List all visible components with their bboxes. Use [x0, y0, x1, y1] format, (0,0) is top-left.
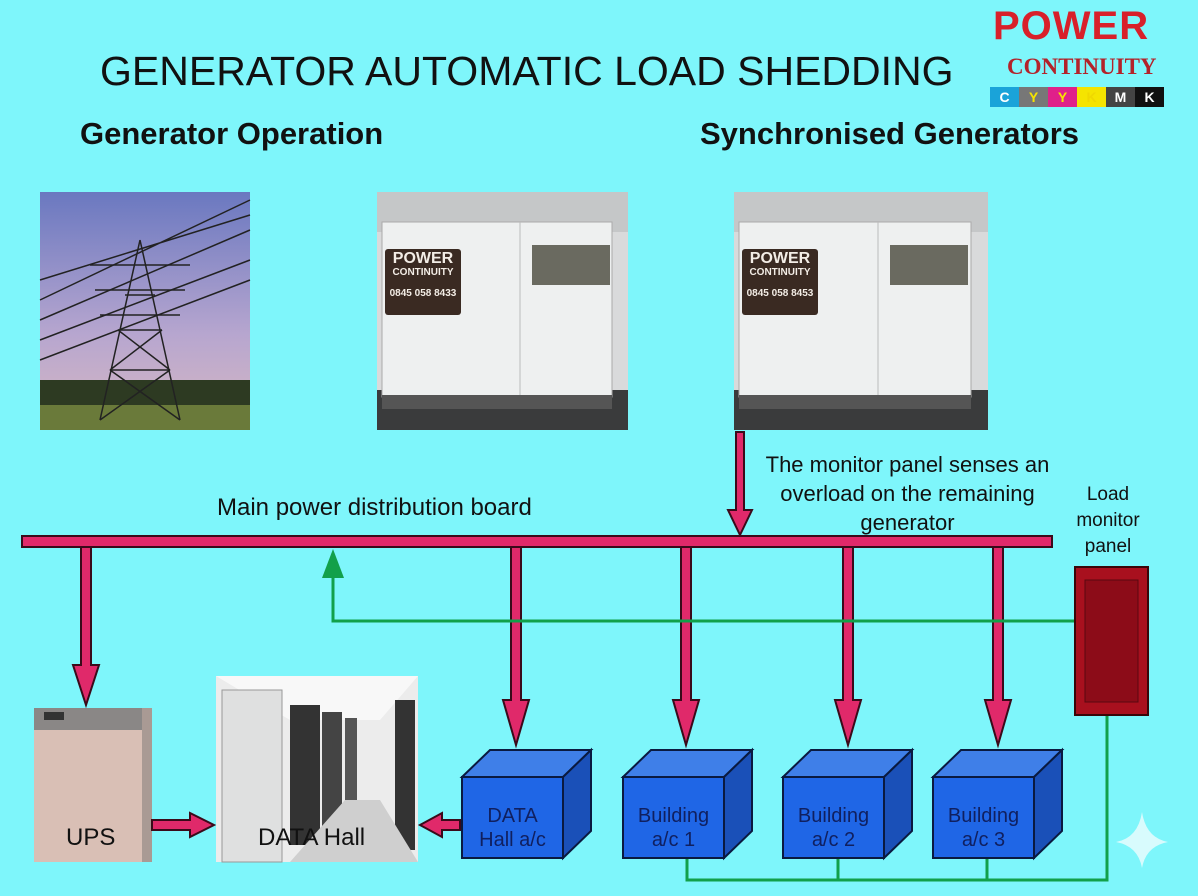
generator-sign-left: POWER CONTINUITY 0845 058 8433: [387, 251, 459, 305]
arrow-to-datahall-ac: [501, 546, 531, 749]
box-building2: [780, 747, 915, 861]
arrow-to-building1: [671, 546, 701, 749]
monitor-note-line: generator: [860, 510, 955, 535]
cmyk-c: C: [990, 87, 1019, 107]
sparkle-icon: [1116, 812, 1168, 868]
arrow-to-building2: [833, 546, 863, 749]
lmp-line: Load: [1086, 484, 1130, 505]
control-lines: [331, 570, 1109, 882]
monitor-note: The monitor panel senses an overload on …: [745, 450, 1070, 537]
box-datahall-ac: [459, 747, 594, 861]
cmyk-y: Y: [1019, 87, 1048, 107]
logo-cmyk-strip: C Y Y K M K: [990, 87, 1164, 107]
load-monitor-panel[interactable]: [1074, 566, 1149, 716]
lmp-line: panel: [1084, 536, 1132, 557]
control-arrowhead: [322, 549, 344, 578]
sign-brand1: POWER: [392, 250, 454, 267]
load-line2: a/c 1: [651, 829, 696, 851]
load-line1: DATA: [487, 805, 538, 827]
sign-brand2: CONTINUITY: [749, 267, 811, 278]
sign-phone: 0845 058 8453: [746, 288, 814, 299]
arrow-ups-to-datahall: [151, 811, 217, 839]
ups-photo: [34, 708, 152, 862]
load-line2: a/c 2: [811, 829, 856, 851]
cmyk-k: K: [1077, 87, 1106, 107]
load-line1: Building: [797, 805, 870, 827]
cmyk-k2: K: [1135, 87, 1164, 107]
generator-photo-left: [377, 192, 628, 430]
sign-brand2: CONTINUITY: [392, 267, 454, 278]
load-line2: Hall a/c: [479, 829, 546, 851]
data-hall-photo: [216, 676, 418, 863]
box-building1: [620, 747, 755, 861]
logo-continuity: CONTINUITY: [1007, 54, 1157, 79]
sign-phone: 0845 058 8433: [389, 288, 457, 299]
generator-sign-right: POWER CONTINUITY 0845 058 8453: [744, 251, 816, 305]
page-title: GENERATOR AUTOMATIC LOAD SHEDDING: [100, 48, 954, 94]
power-arrows: [71, 431, 1013, 839]
arrow-datahallac-to-datahall: [417, 811, 461, 839]
lmp-line: monitor: [1076, 510, 1140, 531]
data-hall-label: DATA Hall: [258, 824, 366, 851]
power-bus: [21, 535, 1053, 548]
monitor-note-line: The monitor panel senses an: [765, 452, 1050, 477]
logo-power: POWER: [993, 4, 1150, 48]
monitor-note-line: overload on the remaining: [780, 481, 1035, 506]
cmyk-m: M: [1106, 87, 1135, 107]
load-line2: a/c 3: [961, 829, 1006, 851]
subtitle-synchronised-generators: Synchronised Generators: [700, 116, 1080, 151]
arrow-to-building3: [983, 546, 1013, 749]
arrow-generator-to-bus: [726, 431, 754, 538]
cmyk-y2: Y: [1048, 87, 1077, 107]
ups-label: UPS: [66, 824, 116, 851]
pylon-photo: [39, 192, 251, 430]
sign-brand1: POWER: [749, 250, 811, 267]
arrow-to-ups: [71, 546, 101, 709]
load-line1: Building: [637, 805, 710, 827]
box-building3: [930, 747, 1065, 861]
subtitle-generator-operation: Generator Operation: [80, 116, 384, 151]
load-monitor-panel-label: Load monitor panel: [1070, 482, 1146, 560]
load-line1: Building: [947, 805, 1020, 827]
generator-photo-right: [734, 192, 988, 430]
load-boxes: [459, 747, 1065, 861]
distribution-board-label: Main power distribution board: [217, 494, 532, 521]
